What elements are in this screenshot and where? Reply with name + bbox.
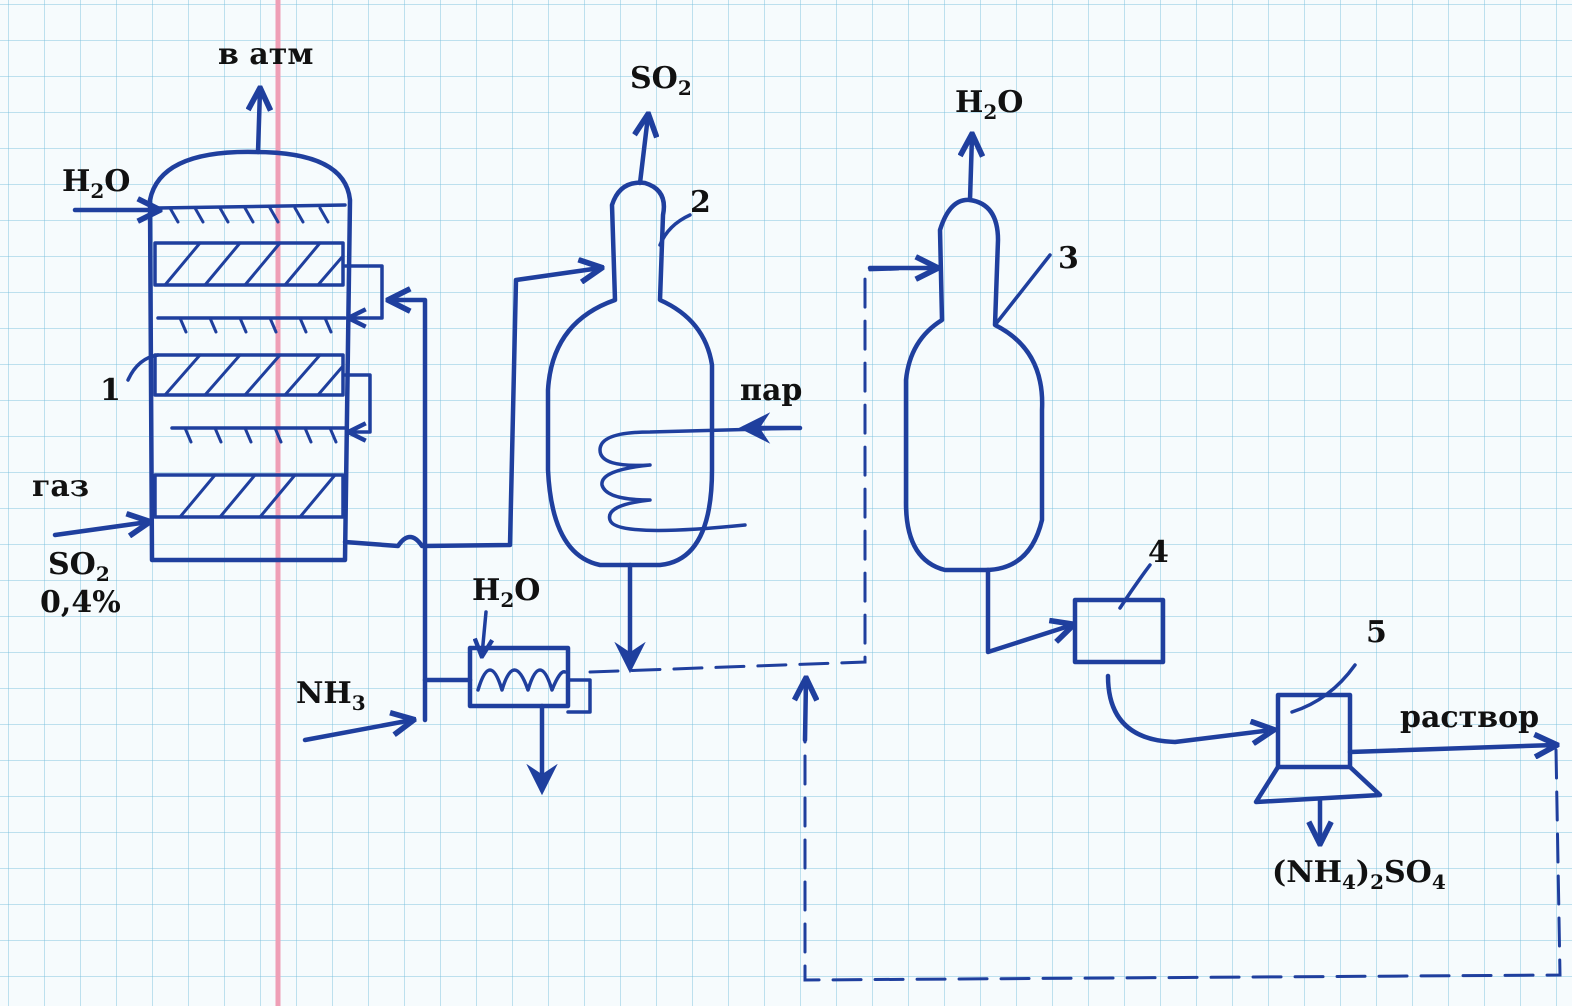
crystallizer bbox=[1072, 563, 1272, 742]
label-steam: пар bbox=[740, 373, 802, 408]
absorption-column bbox=[52, 90, 384, 563]
label-so2-in: SO2 bbox=[48, 547, 110, 586]
ammonia-feed-line bbox=[302, 300, 473, 743]
label-so2-concentration: 0,4% bbox=[40, 585, 121, 620]
equipment-number-3: 3 bbox=[1058, 241, 1079, 276]
cooler bbox=[467, 610, 592, 796]
equipment-number-2: 2 bbox=[690, 185, 711, 220]
desorbed-solution-line bbox=[588, 266, 937, 674]
label-water-in: H2O bbox=[62, 164, 130, 203]
label-gas: газ bbox=[32, 469, 89, 504]
label-cooling-water: H2O bbox=[472, 573, 540, 612]
equipment-number-4: 4 bbox=[1148, 535, 1169, 570]
label-water-vapor-out: H2O bbox=[955, 85, 1023, 124]
column-to-desorber-line bbox=[342, 268, 600, 549]
label-to-atmosphere: в атм bbox=[218, 37, 313, 72]
label-so2-out: SO2 bbox=[630, 61, 692, 100]
label-solution: раствор bbox=[1400, 700, 1539, 735]
label-ammonia: NH3 bbox=[296, 676, 366, 715]
mother-liquor-return-line bbox=[803, 688, 1562, 982]
label-ammonium-sulfate: (NH4)2SO4 bbox=[1272, 855, 1446, 894]
return-arrow bbox=[805, 680, 806, 743]
evaporator bbox=[903, 136, 1072, 655]
desorber bbox=[545, 116, 803, 674]
equipment-number-5: 5 bbox=[1366, 615, 1387, 650]
equipment-number-1: 1 bbox=[100, 373, 121, 408]
centrifuge bbox=[1253, 663, 1555, 842]
